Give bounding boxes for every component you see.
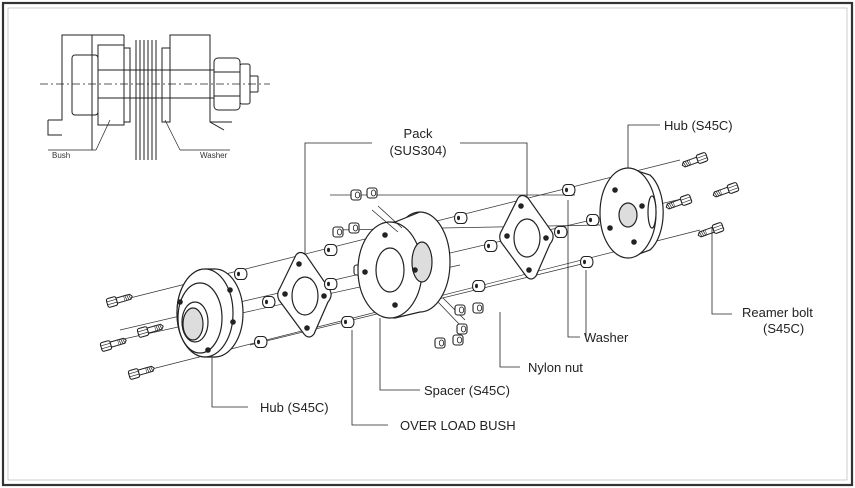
bolt-part xyxy=(127,363,156,381)
overload-bush-label: OVER LOAD BUSH xyxy=(400,418,516,433)
left-hub xyxy=(176,268,244,358)
bush-part xyxy=(253,335,268,349)
leader-lines xyxy=(211,124,732,426)
bush-part xyxy=(471,279,486,293)
spacer-label: Spacer (S45C) xyxy=(424,383,510,398)
bush-part xyxy=(453,211,468,225)
nut-part xyxy=(366,187,378,199)
nut-part xyxy=(434,337,446,349)
hub-top-label: Hub (S45C) xyxy=(664,118,733,133)
nut-part xyxy=(350,189,362,201)
hub-bottom-label: Hub (S45C) xyxy=(260,400,329,415)
bush-part xyxy=(340,315,355,329)
bolt-part xyxy=(680,151,709,170)
bush-part xyxy=(585,213,600,227)
bolt-part xyxy=(99,335,128,353)
bolt-part xyxy=(711,181,740,200)
bush-part xyxy=(579,255,594,269)
nut-part xyxy=(452,334,464,346)
left-pack xyxy=(277,251,332,338)
nut-part xyxy=(332,226,344,238)
bush-part xyxy=(233,267,248,281)
bolt-part xyxy=(664,193,693,212)
inset-bush-label: Bush xyxy=(52,151,70,160)
bush-part xyxy=(261,295,276,309)
reamer-bolt-label-line1: Reamer bolt xyxy=(742,305,813,320)
bolt-part xyxy=(136,321,165,339)
right-pack xyxy=(499,194,554,280)
bolt-part xyxy=(105,291,134,309)
spacer xyxy=(357,205,466,326)
washer-label: Washer xyxy=(584,330,629,345)
nut-part xyxy=(472,302,484,314)
bush-part xyxy=(483,239,498,253)
nut-part xyxy=(454,304,466,316)
nut-part xyxy=(456,323,468,335)
pack-label-line1: Pack xyxy=(404,126,433,141)
bush-part xyxy=(553,225,568,239)
inner-frame xyxy=(7,7,848,481)
bush-part xyxy=(323,243,338,257)
pack-label-line2: (SUS304) xyxy=(389,143,446,158)
nylon-nut-label: Nylon nut xyxy=(528,360,583,375)
right-hub xyxy=(599,167,664,259)
bush-part xyxy=(323,277,338,291)
inset-washer-label: Washer xyxy=(200,151,228,160)
reamer-bolt-label-line2: (S45C) xyxy=(763,321,804,336)
nut-part xyxy=(348,222,360,234)
bolt-part xyxy=(696,221,725,240)
bush-part xyxy=(561,183,576,197)
inset-section-view xyxy=(40,34,270,160)
